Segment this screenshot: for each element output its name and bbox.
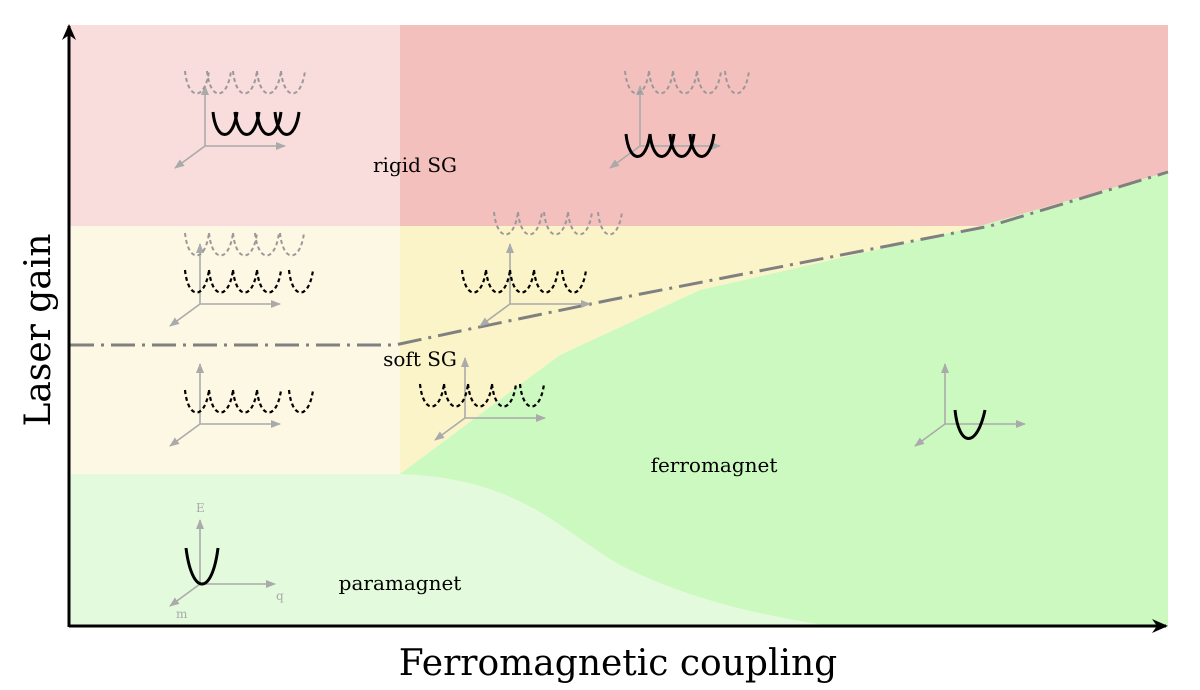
mini-axis-label-m: m (176, 607, 188, 621)
mini-axis-label-q: q (276, 589, 284, 603)
y-axis-title: Laser gain (18, 233, 59, 426)
region-label-paramagnet: paramagnet (339, 571, 462, 595)
phase-regions (70, 25, 1168, 626)
region-label-ferromagnet: ferromagnet (651, 453, 778, 477)
region-label-rigid-sg: rigid SG (373, 153, 457, 177)
x-axis-title: Ferromagnetic coupling (399, 643, 837, 684)
region-ferromagnet (400, 172, 1168, 626)
phase-boundary-line (70, 170, 1169, 347)
schematic-paramagnet: E q m (169, 501, 284, 621)
schematic-ferromagnet (915, 364, 1025, 446)
region-soft-sg-strong (400, 172, 1168, 474)
region-label-soft-sg: soft SG (383, 347, 457, 371)
mini-axis-label-e: E (196, 501, 205, 515)
region-paramagnet (70, 474, 830, 626)
region-soft-sg-weak (70, 226, 400, 474)
region-rigid-sg-strong (400, 25, 1168, 226)
